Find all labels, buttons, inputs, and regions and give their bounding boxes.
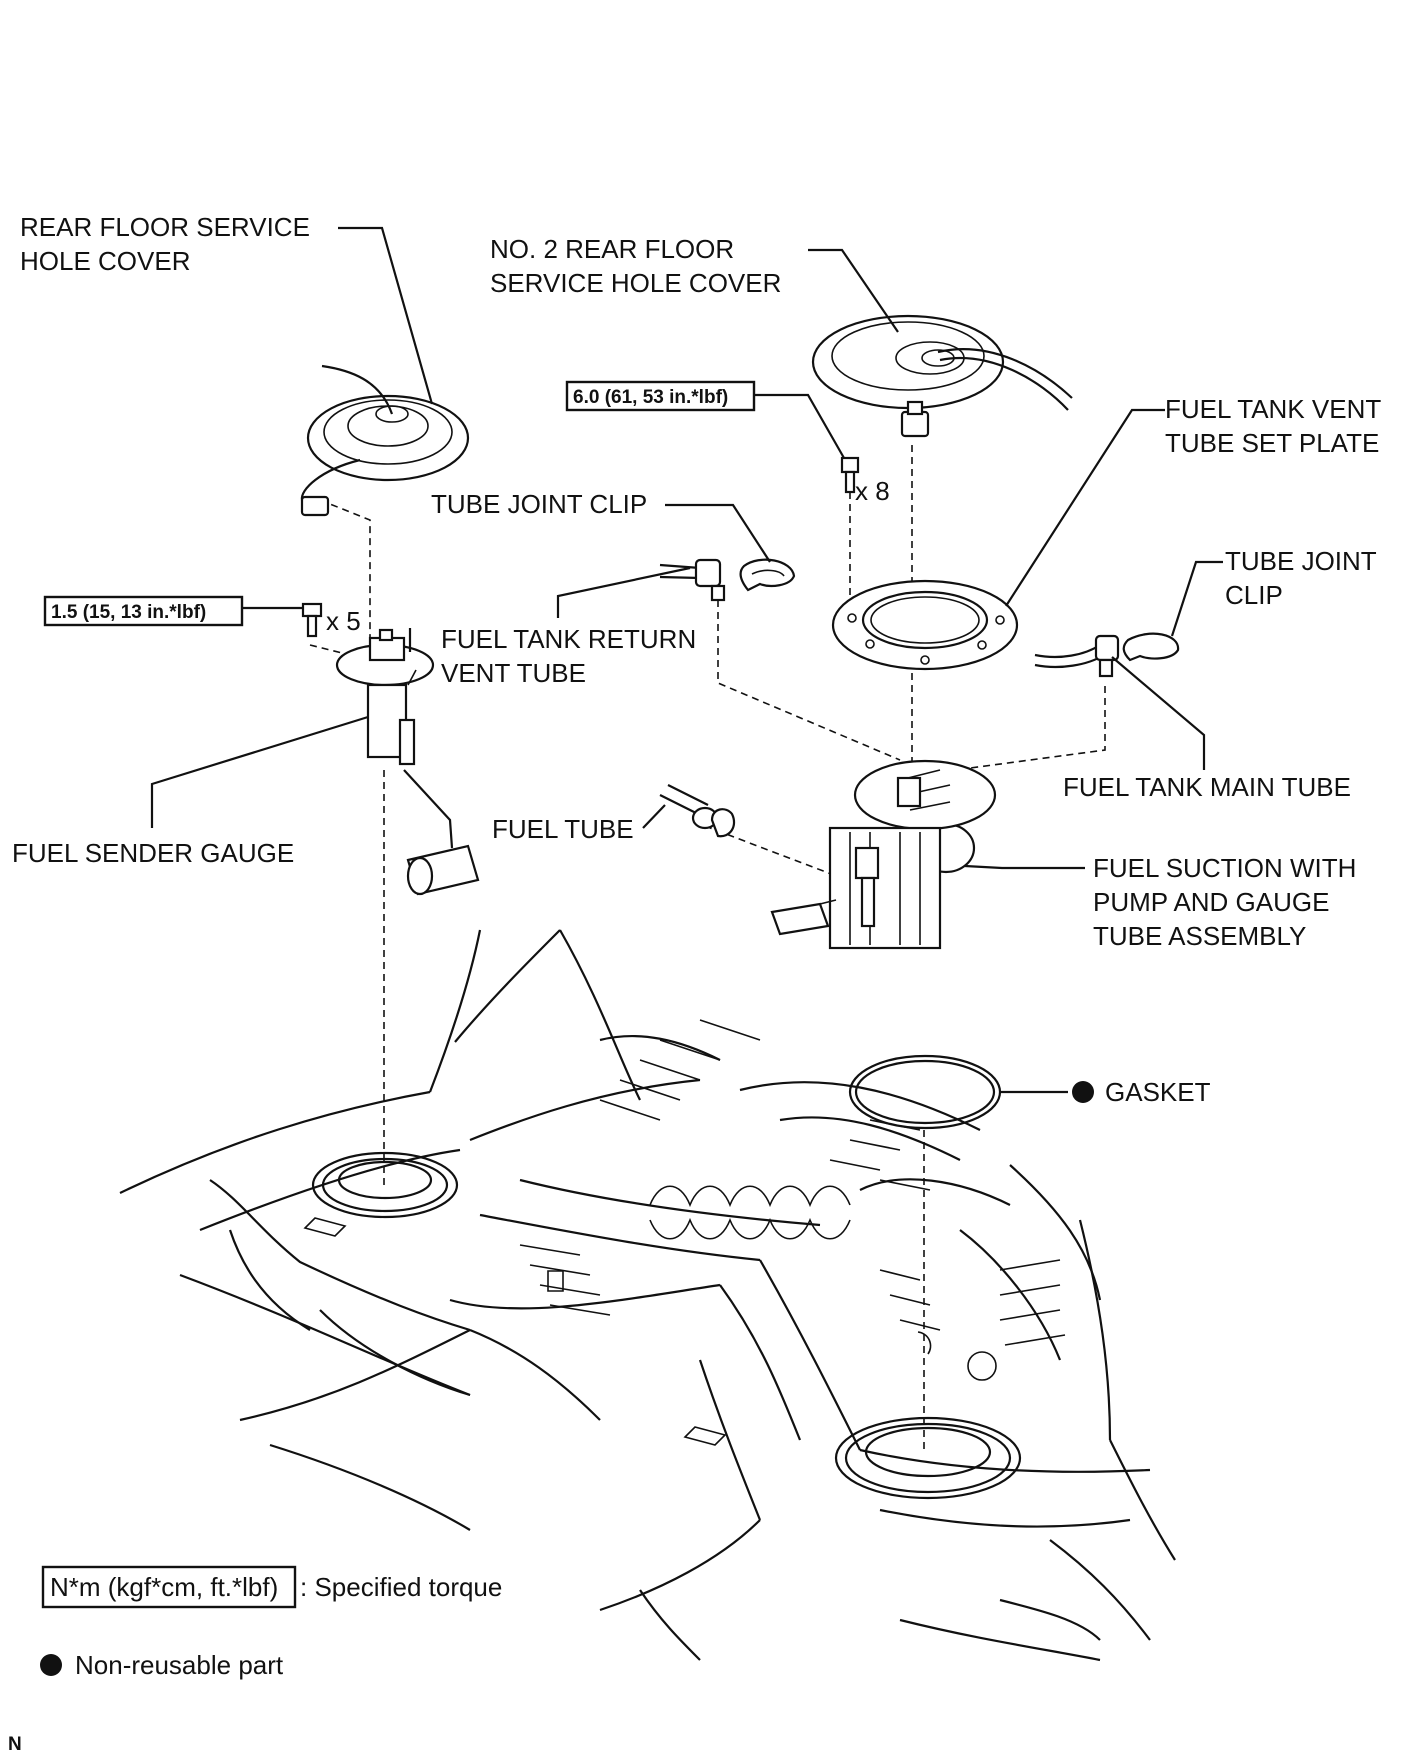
fuel-suction-pump-gauge-assembly [770,759,997,950]
tube-joint-clip-left [739,558,796,592]
part-labels: REAR FLOOR SERVICE HOLE COVER NO. 2 REAR… [12,212,1381,1107]
label-rear-floor-cover-line1: REAR FLOOR SERVICE [20,212,310,242]
label-tube-joint-clip-left: TUBE JOINT CLIP [431,489,647,519]
fuel-tank-main-tube [1034,634,1120,678]
label-return-vent-line1: FUEL TANK RETURN [441,624,696,654]
label-vent-plate-line1: FUEL TANK VENT [1165,394,1381,424]
torque-box-right [565,380,756,412]
gasket [848,1054,1002,1130]
label-return-vent-line2: VENT TUBE [441,658,586,688]
label-sender-gauge: FUEL SENDER GAUGE [12,838,294,868]
label-suction-line1: FUEL SUCTION WITH [1093,853,1356,883]
label-gasket: GASKET [1105,1077,1211,1107]
label-main-tube: FUEL TANK MAIN TUBE [1063,772,1351,802]
leader-lines [150,226,1223,1094]
legend-torque-box [41,1565,297,1609]
label-no2-cover-line2: SERVICE HOLE COVER [490,268,781,298]
bolt-right [840,456,860,494]
bolt-left [301,602,323,638]
legend-nonreusable-desc: Non-reusable part [75,1650,284,1680]
fuel-tank-return-vent-tube [659,558,726,602]
label-tube-joint-clip-right-line1: TUBE JOINT [1225,546,1377,576]
rear-floor-pan [119,929,1176,1662]
legend-torque-units: N*m (kgf*cm, ft.*lbf) [50,1572,278,1602]
fuel-tube [659,784,736,838]
legend-torque-desc: : Specified torque [300,1572,502,1602]
label-suction-line3: TUBE ASSEMBLY [1093,921,1306,951]
no2-rear-floor-service-hole-cover [811,314,1073,438]
legend: N*m (kgf*cm, ft.*lbf) : Specified torque… [8,1565,502,1755]
label-vent-plate-line2: TUBE SET PLATE [1165,428,1379,458]
torque-left: 1.5 (15, 13 in.*lbf) [51,602,206,623]
label-rear-floor-cover-line2: HOLE COVER [20,246,191,276]
corner-mark: N [8,1734,22,1755]
torque-specs: 1.5 (15, 13 in.*lbf) x 5 6.0 (61, 53 in.… [43,380,890,636]
rear-floor-service-hole-cover [300,364,470,517]
label-tube-joint-clip-right-line2: CLIP [1225,580,1283,610]
legend-nonreusable-dot [40,1654,62,1676]
torque-box-left [43,595,244,627]
label-fuel-tube: FUEL TUBE [492,814,634,844]
label-no2-cover-line1: NO. 2 REAR FLOOR [490,234,734,264]
fuel-tank-vent-tube-set-plate [831,579,1019,671]
nonreusable-mark-gasket [1072,1081,1094,1103]
qty-left-bolts: x 5 [326,606,361,636]
tube-joint-clip-right [1122,632,1180,662]
fuel-sender-gauge [335,628,480,896]
torque-right: 6.0 (61, 53 in.*lbf) [573,387,728,408]
label-suction-line2: PUMP AND GAUGE [1093,887,1329,917]
qty-right-bolts: x 8 [855,476,890,506]
